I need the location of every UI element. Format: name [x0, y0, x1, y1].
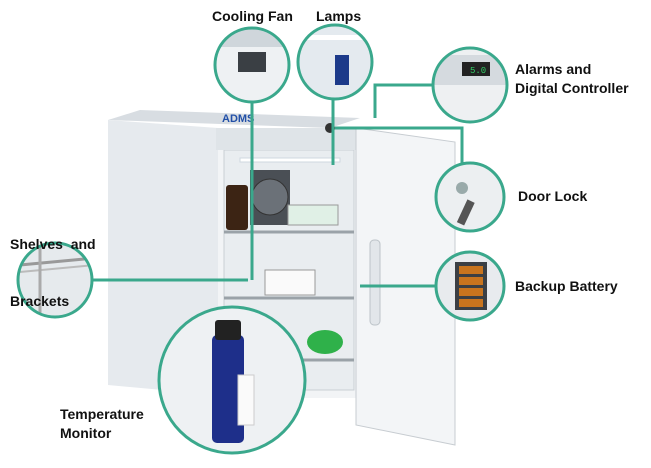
label-alarms: Alarms and Digital Controller [515, 60, 629, 98]
label-alarms-line1: Alarms and [515, 61, 592, 77]
callout-shelves [16, 241, 94, 319]
label-shelves-line2: Brackets [10, 293, 70, 309]
label-temperature-monitor: Temperature Monitor [60, 405, 144, 443]
label-temp-line2: Monitor [60, 425, 112, 441]
svg-text:5.0: 5.0 [470, 66, 486, 76]
label-backup-battery: Backup Battery [515, 278, 618, 294]
callout-alarm-controller: 5.0 [431, 46, 509, 124]
label-alarms-line2: Digital Controller [515, 80, 629, 96]
label-shelves-line1: Shelves and [10, 236, 96, 252]
label-temp-line1: Temperature [60, 406, 144, 422]
callout-cooling-fan [213, 26, 291, 104]
callout-temperature-monitor [157, 305, 307, 455]
callout-backup-battery [434, 250, 506, 322]
callout-lamps [296, 23, 374, 101]
label-lamps: Lamps [316, 8, 362, 24]
brand-logo: ADMS [222, 113, 254, 125]
label-door-lock: Door Lock [518, 188, 588, 204]
label-shelves: Shelves and Brackets [10, 197, 96, 330]
label-cooling-fan: Cooling Fan [212, 8, 293, 24]
callout-lines [91, 83, 464, 288]
callout-door-lock [434, 161, 506, 233]
